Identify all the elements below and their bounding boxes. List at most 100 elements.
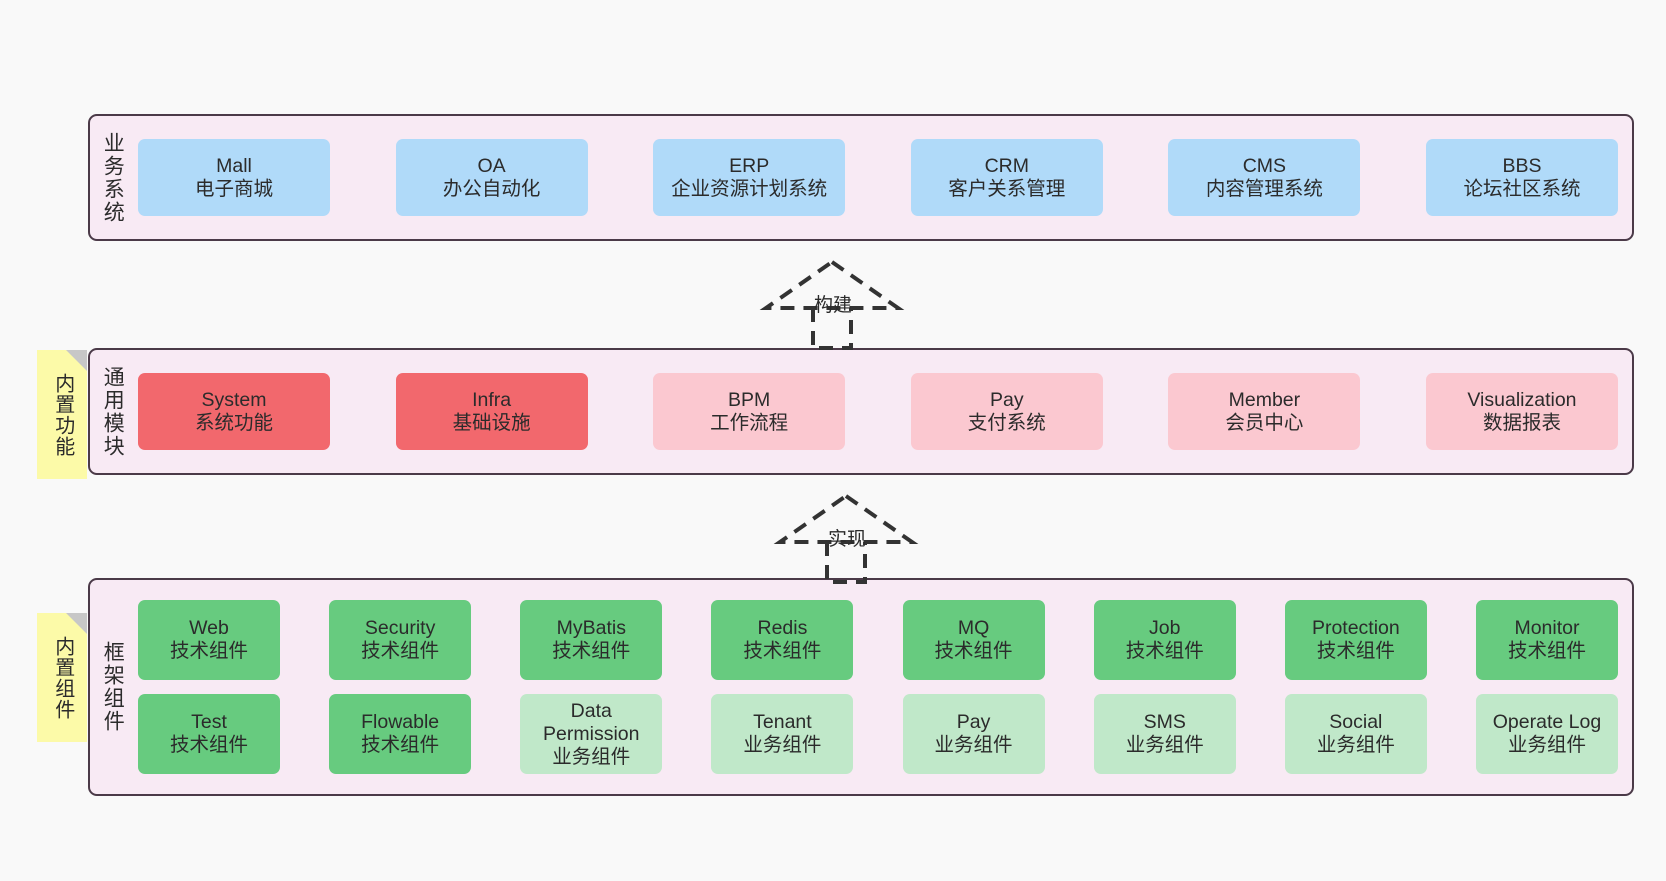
layer-business-systems: 业务系统 Mall 电子商城 OA 办公自动化 ERP 企业资源计划系统 CRM… — [88, 114, 1634, 241]
card-title: Pay — [989, 388, 1024, 411]
connector-build: 构建 — [752, 258, 912, 350]
card-bbs[interactable]: BBS 论坛社区系统 — [1425, 139, 1618, 216]
card-subtitle: 办公自动化 — [442, 177, 541, 200]
layer-label-business-systems: 业务系统 — [101, 131, 125, 224]
card-job[interactable]: Job 技术组件 — [1093, 600, 1236, 680]
card-pay-business[interactable]: Pay 业务组件 — [902, 694, 1045, 774]
layer-framework-components: 框架组件 Web 技术组件 Security 技术组件 MyBatis 技术组件… — [88, 578, 1634, 796]
card-title: Infra — [472, 388, 512, 411]
card-subtitle: 业务组件 — [1507, 734, 1586, 756]
card-subtitle: 技术组件 — [169, 734, 248, 756]
card-subtitle: 技术组件 — [1316, 640, 1395, 662]
card-pay[interactable]: Pay 支付系统 — [910, 373, 1103, 450]
card-redis[interactable]: Redis 技术组件 — [711, 600, 854, 680]
card-subtitle: 技术组件 — [361, 734, 440, 756]
card-subtitle: 业务组件 — [1125, 734, 1204, 756]
layer-body-common-modules: System 系统功能 Infra 基础设施 BPM 工作流程 Pay 支付系统… — [134, 350, 1632, 473]
layer-label-framework-components: 框架组件 — [101, 641, 125, 733]
card-title: Pay — [956, 711, 991, 733]
card-bpm[interactable]: BPM 工作流程 — [653, 373, 846, 450]
note-label: 内置组件 — [51, 635, 74, 720]
card-mq[interactable]: MQ 技术组件 — [902, 600, 1045, 680]
card-subtitle: 业务组件 — [1316, 734, 1395, 756]
card-security[interactable]: Security 技术组件 — [329, 600, 472, 680]
card-flowable[interactable]: Flowable 技术组件 — [329, 694, 472, 774]
card-subtitle: 论坛社区系统 — [1463, 177, 1581, 200]
card-subtitle: 技术组件 — [1125, 640, 1204, 662]
card-sms[interactable]: SMS 业务组件 — [1093, 694, 1236, 774]
card-infra[interactable]: Infra 基础设施 — [395, 373, 588, 450]
card-subtitle: 技术组件 — [552, 640, 631, 662]
card-subtitle: 支付系统 — [967, 411, 1046, 434]
card-title: Operate Log — [1492, 711, 1602, 733]
card-protection[interactable]: Protection 技术组件 — [1284, 600, 1427, 680]
card-visualization[interactable]: Visualization 数据报表 — [1425, 373, 1618, 450]
card-title: Redis — [757, 617, 808, 639]
connector-implement: 实现 — [766, 492, 926, 584]
card-title: Visualization — [1467, 388, 1577, 411]
card-title: Tenant — [753, 711, 812, 733]
card-subtitle: 系统功能 — [194, 411, 273, 434]
card-crm[interactable]: CRM 客户关系管理 — [910, 139, 1103, 216]
card-monitor[interactable]: Monitor 技术组件 — [1475, 600, 1618, 680]
card-title: Test — [191, 711, 227, 733]
card-subtitle: 技术组件 — [934, 640, 1013, 662]
card-subtitle: 技术组件 — [169, 640, 248, 662]
note-fold-icon — [66, 613, 87, 634]
layer-body-framework-components: Web 技术组件 Security 技术组件 MyBatis 技术组件 Redi… — [134, 580, 1632, 794]
card-title: Mall — [216, 154, 252, 177]
card-title: Web — [189, 617, 229, 639]
layer-common-modules: 通用模块 System 系统功能 Infra 基础设施 BPM 工作流程 Pay… — [88, 348, 1634, 475]
card-title: System — [201, 388, 267, 411]
card-title: Monitor — [1514, 617, 1580, 639]
card-title: Job — [1148, 617, 1181, 639]
card-title: BPM — [728, 388, 771, 411]
card-row-technical: Web 技术组件 Security 技术组件 MyBatis 技术组件 Redi… — [138, 600, 1618, 680]
card-title: Security — [364, 617, 436, 639]
card-row: Mall 电子商城 OA 办公自动化 ERP 企业资源计划系统 CRM 客户关系… — [138, 139, 1618, 216]
card-social[interactable]: Social 业务组件 — [1284, 694, 1427, 774]
layer-label-common-modules: 通用模块 — [101, 365, 125, 458]
note-builtin-functions: 内置功能 — [37, 350, 87, 479]
card-subtitle: 电子商城 — [194, 177, 273, 200]
card-title: MQ — [957, 617, 990, 639]
card-subtitle: 工作流程 — [710, 411, 789, 434]
card-row: System 系统功能 Infra 基础设施 BPM 工作流程 Pay 支付系统… — [138, 373, 1618, 450]
card-tenant[interactable]: Tenant 业务组件 — [711, 694, 854, 774]
connector-implement-label: 实现 — [828, 529, 867, 550]
card-data-permission[interactable]: Data Permission 业务组件 — [520, 694, 663, 774]
card-title: Data Permission — [543, 699, 640, 745]
card-title: Member — [1228, 388, 1301, 411]
card-web[interactable]: Web 技术组件 — [138, 600, 280, 680]
note-label: 内置功能 — [51, 372, 74, 457]
card-subtitle: 技术组件 — [743, 640, 822, 662]
card-title: BBS — [1502, 154, 1542, 177]
card-subtitle: 业务组件 — [552, 745, 631, 768]
card-title: Social — [1329, 711, 1383, 733]
card-subtitle: 客户关系管理 — [948, 177, 1066, 200]
card-operate-log[interactable]: Operate Log 业务组件 — [1475, 694, 1618, 774]
card-cms[interactable]: CMS 内容管理系统 — [1168, 139, 1361, 216]
card-subtitle: 技术组件 — [361, 640, 440, 662]
layer-body-business-systems: Mall 电子商城 OA 办公自动化 ERP 企业资源计划系统 CRM 客户关系… — [134, 116, 1632, 239]
card-title: Protection — [1311, 617, 1400, 639]
card-member[interactable]: Member 会员中心 — [1168, 373, 1361, 450]
card-title: CMS — [1242, 154, 1287, 177]
card-mybatis[interactable]: MyBatis 技术组件 — [520, 600, 663, 680]
card-subtitle: 基础设施 — [452, 411, 531, 434]
card-subtitle: 业务组件 — [934, 734, 1013, 756]
card-subtitle: 业务组件 — [743, 734, 822, 756]
card-mall[interactable]: Mall 电子商城 — [138, 139, 330, 216]
card-title: SMS — [1143, 711, 1186, 733]
card-subtitle: 内容管理系统 — [1205, 177, 1323, 200]
card-title: ERP — [729, 154, 770, 177]
card-test[interactable]: Test 技术组件 — [138, 694, 280, 774]
connector-build-arrow — [759, 259, 905, 350]
card-erp[interactable]: ERP 企业资源计划系统 — [653, 139, 846, 216]
card-oa[interactable]: OA 办公自动化 — [395, 139, 588, 216]
card-subtitle: 会员中心 — [1225, 411, 1304, 434]
card-title: Flowable — [361, 711, 440, 733]
connector-implement-arrow — [773, 493, 919, 584]
card-system[interactable]: System 系统功能 — [138, 373, 330, 450]
